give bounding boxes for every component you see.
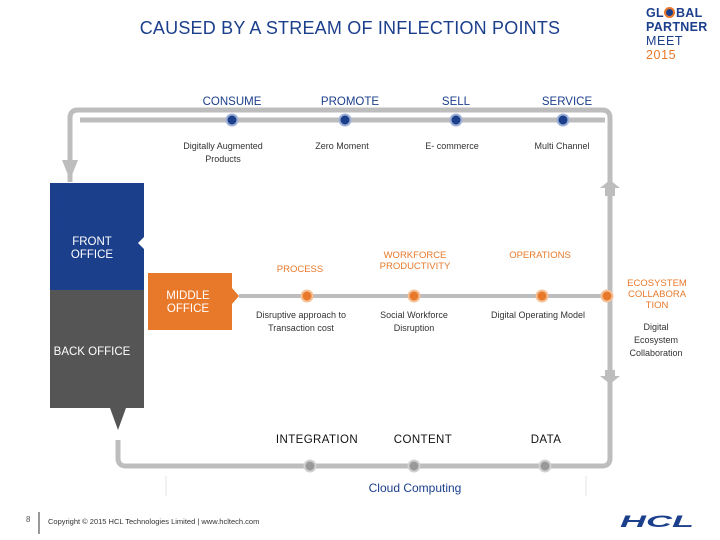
ecosystem-title: ECOSYSTEM COLLABORA TION <box>627 278 687 311</box>
consume-dot <box>225 113 239 127</box>
sell-dot <box>449 113 463 127</box>
service-dot <box>556 113 570 127</box>
service-title: SERVICE <box>541 96 593 108</box>
process-loop-track <box>67 107 613 469</box>
front-office-block <box>50 183 144 290</box>
hcl-logo: HCL <box>618 512 696 531</box>
integration-dot <box>303 459 317 473</box>
integration-title: INTEGRATION <box>275 434 359 446</box>
logo-line2: PARTNER <box>646 20 708 34</box>
hcl-logo-text: HCL <box>620 513 694 529</box>
middle-office-block <box>148 273 239 330</box>
top-row-dots <box>225 113 570 127</box>
process-dot <box>300 289 314 303</box>
process-title: PROCESS <box>276 264 324 275</box>
workforce-desc: Social Workforce Disruption <box>380 310 448 333</box>
page-number: 8 <box>26 515 31 524</box>
service-desc: Multi Channel <box>534 141 590 151</box>
ecosystem-dot <box>600 289 614 303</box>
sell-title: SELL <box>441 96 471 108</box>
promote-desc: Zero Moment <box>315 141 369 151</box>
middle-row-dots <box>300 289 614 303</box>
enterprise-label: ENTERPRISE <box>51 189 65 281</box>
globe-icon <box>664 7 676 18</box>
logo-year: 2015 <box>646 48 677 62</box>
workforce-dot <box>407 289 421 303</box>
up-arrow-icon <box>600 180 620 196</box>
consume-title: CONSUME <box>202 96 262 108</box>
back-office-block <box>50 290 144 430</box>
middle-office-label: MIDDLE OFFICE <box>166 290 210 315</box>
ecosystem-desc: Digital Ecosystem Collaboration <box>629 322 683 358</box>
hcl-logo-graphic: HCL <box>620 512 694 531</box>
global-partner-meet-logo: GL BAL PARTNER MEET 2015 <box>646 6 716 62</box>
data-dot <box>538 459 552 473</box>
back-office-label: BACK OFFICE <box>53 346 131 358</box>
data-title: DATA <box>530 434 562 446</box>
operations-title: OPERATIONS <box>509 250 571 261</box>
cloud-computing-label: Cloud Computing <box>368 481 462 495</box>
content-title: CONTENT <box>393 434 453 446</box>
process-desc: Disruptive approach to Transaction cost <box>255 310 347 333</box>
down-arrow-icon <box>62 160 78 180</box>
operations-desc: Digital Operating Model <box>490 310 586 320</box>
front-office-label: FRONT OFFICE <box>70 236 114 261</box>
consume-desc: Digitally Augmented Products <box>183 141 263 164</box>
sell-desc: E- commerce <box>425 141 479 151</box>
down-arrow-right-icon <box>600 370 620 384</box>
promote-dot <box>338 113 352 127</box>
bottom-row-dots <box>303 459 552 473</box>
workforce-title: WORKFORCE PRODUCTIVITY <box>379 250 451 272</box>
logo-line1b: BAL <box>675 6 703 20</box>
logo-line3: MEET <box>646 34 683 48</box>
operations-dot <box>535 289 549 303</box>
logo-line1a: GL <box>646 6 664 20</box>
promote-title: PROMOTE <box>320 96 380 108</box>
copyright-text: Copyright © 2015 HCL Technologies Limite… <box>48 517 260 526</box>
page-title: CAUSED BY A STREAM OF INFLECTION POINTS <box>139 18 561 38</box>
content-dot <box>407 459 421 473</box>
